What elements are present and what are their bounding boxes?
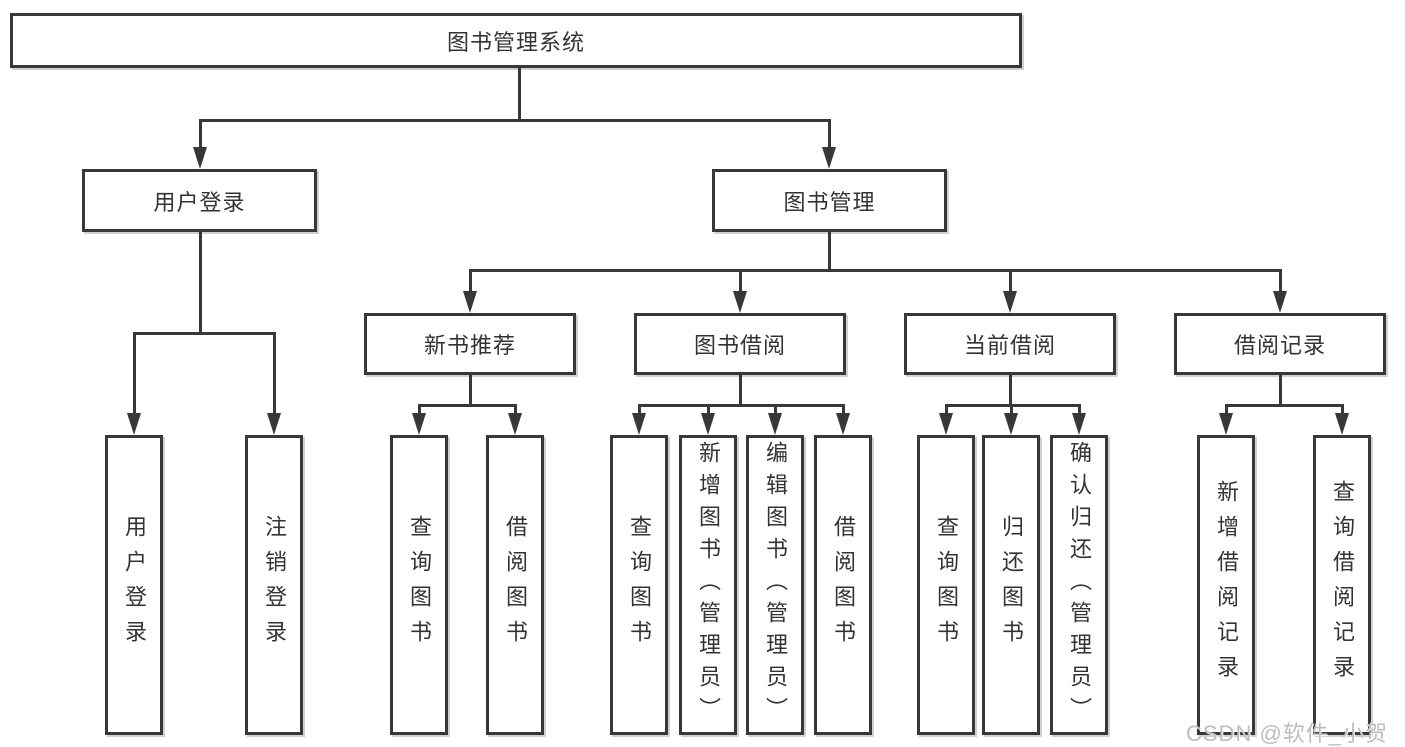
- connector-drop-query-recommend: [418, 404, 421, 413]
- arrow-down-book-management: [822, 147, 836, 169]
- connector-new-book-stem: [469, 375, 472, 407]
- connector-user-login-rail: [133, 332, 276, 335]
- node-root: 图书管理系统: [10, 13, 1022, 68]
- arrow-down-confirm-return: [1072, 413, 1086, 435]
- connector-drop-confirm-return: [1078, 404, 1081, 413]
- node-user-login: 用户登录: [82, 169, 317, 232]
- arrow-down-return-books: [1004, 413, 1018, 435]
- connector-drop-return-books: [1010, 404, 1013, 413]
- connector-borrowing-records-rail: [1225, 404, 1343, 407]
- connector-drop-query-current: [945, 404, 948, 413]
- connector-drop-current-borrowing: [1009, 269, 1012, 291]
- connector-drop-add-record: [1225, 404, 1228, 413]
- connector-drop-borrowing-records: [1279, 269, 1282, 291]
- arrow-down-query-current: [939, 413, 953, 435]
- arrow-down-query-record: [1335, 413, 1349, 435]
- arrow-down-user-login: [193, 147, 207, 169]
- arrow-down-new-book: [463, 291, 477, 313]
- arrow-down-leaf-logout: [267, 413, 281, 435]
- arrow-down-borrow-recommend: [508, 413, 522, 435]
- arrow-down-leaf-login: [127, 413, 141, 435]
- csdn-watermark: CSDN @软件_小贺同学: [1186, 721, 1389, 746]
- node-book-management: 图书管理: [712, 169, 947, 232]
- connector-book-borrowing-rail: [638, 404, 844, 407]
- leaf-add-book-admin: 新增图书（管理员）: [679, 435, 737, 735]
- arrow-down-edit-book: [768, 413, 782, 435]
- leaf-add-borrow-record: 新增借阅记录: [1197, 435, 1255, 735]
- connector-book-management-rail: [469, 269, 1282, 272]
- connector-drop-query-record: [1341, 404, 1344, 413]
- arrow-down-current-borrowing: [1003, 291, 1017, 313]
- leaf-query-books-borrowing: 查询图书: [610, 435, 668, 735]
- connector-new-book-rail: [418, 404, 517, 407]
- arrow-down-query-borrowing: [632, 413, 646, 435]
- leaf-query-borrow-record: 查询借阅记录: [1313, 435, 1371, 735]
- connector-root-rail: [199, 119, 831, 122]
- connector-drop-book-borrowing: [739, 269, 742, 291]
- node-new-book-recommendation: 新书推荐: [364, 313, 576, 375]
- connector-drop-edit-book: [774, 404, 777, 413]
- leaf-confirm-return-admin: 确认归还（管理员）: [1050, 435, 1108, 735]
- node-borrowing-records: 借阅记录: [1174, 313, 1386, 375]
- leaf-logout: 注销登录: [245, 435, 303, 735]
- arrow-down-add-record: [1219, 413, 1233, 435]
- connector-book-management-stem: [828, 232, 831, 272]
- leaf-borrow-books-recommend: 借阅图书: [486, 435, 544, 735]
- connector-drop-new-book: [469, 269, 472, 291]
- leaf-borrow-books-borrowing: 借阅图书: [814, 435, 872, 735]
- connector-drop-user-login: [199, 119, 202, 147]
- connector-drop-borrow-recommend: [514, 404, 517, 413]
- leaf-query-books-current: 查询图书: [917, 435, 975, 735]
- connector-drop-leaf-logout: [273, 332, 276, 413]
- connector-drop-book-management: [828, 119, 831, 147]
- leaf-return-books: 归还图书: [982, 435, 1040, 735]
- connector-root-stem: [518, 68, 521, 120]
- arrow-down-borrow-borrowing: [836, 413, 850, 435]
- connector-drop-leaf-login: [133, 332, 136, 413]
- arrow-down-add-book: [701, 413, 715, 435]
- connector-current-borrowing-stem: [1009, 375, 1012, 407]
- connector-drop-add-book: [707, 404, 710, 413]
- arrow-down-book-borrowing: [733, 291, 747, 313]
- connector-drop-query-borrowing: [638, 404, 641, 413]
- node-current-borrowing: 当前借阅: [904, 313, 1116, 375]
- leaf-query-books-recommend: 查询图书: [390, 435, 448, 735]
- connector-book-borrowing-stem: [739, 375, 742, 407]
- connector-drop-borrow-borrowing: [842, 404, 845, 413]
- leaf-edit-book-admin: 编辑图书（管理员）: [746, 435, 804, 735]
- leaf-user-login: 用户登录: [105, 435, 163, 735]
- node-book-borrowing: 图书借阅: [634, 313, 846, 375]
- connector-user-login-stem: [199, 232, 202, 335]
- arrow-down-query-recommend: [412, 413, 426, 435]
- connector-borrowing-records-stem: [1279, 375, 1282, 407]
- arrow-down-borrowing-records: [1273, 291, 1287, 313]
